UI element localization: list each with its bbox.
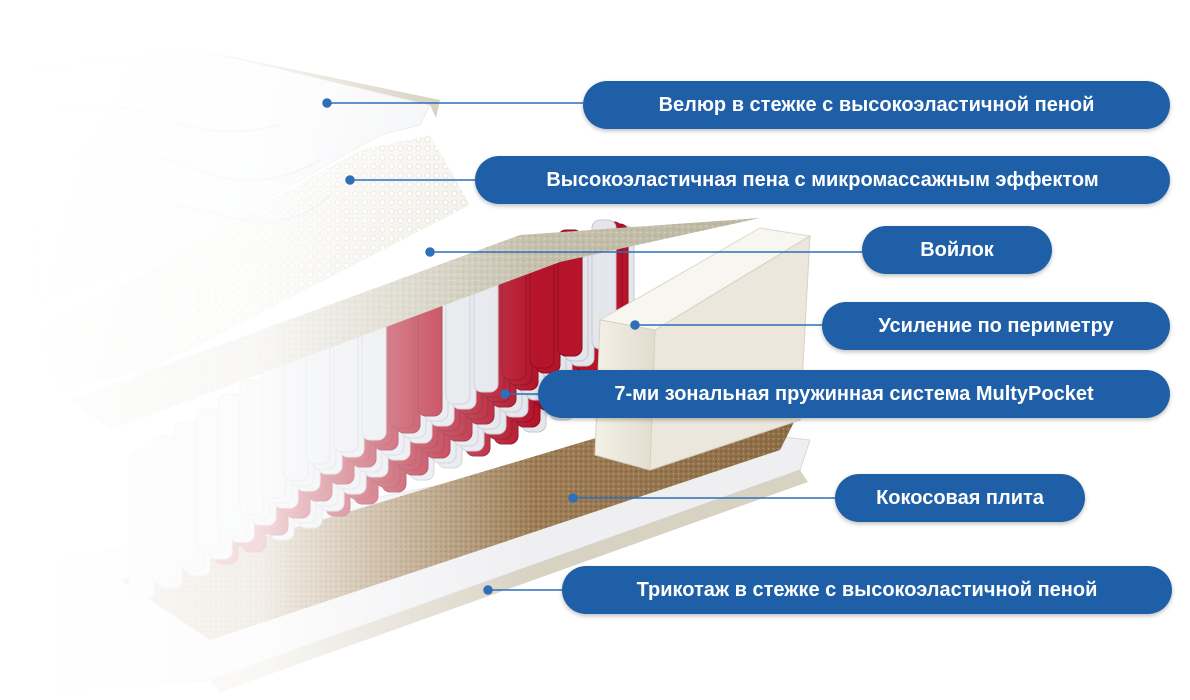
callout-felt: Войлок xyxy=(862,226,1052,274)
leader-lines xyxy=(322,98,862,595)
callout-coir-slab: Кокосовая плита xyxy=(835,474,1085,522)
callout-spring-system: 7-ми зональная пружинная система MultyPo… xyxy=(538,370,1170,418)
callout-micromassage-foam: Высокоэластичная пена с микромассажным э… xyxy=(475,156,1170,204)
callout-velour-quilted: Велюр в стежке с высокоэластичной пеной xyxy=(583,81,1170,129)
callout-perimeter-reinforcement: Усиление по периметру xyxy=(822,302,1170,350)
callout-knitted-fabric: Трикотаж в стежке с высокоэластичной пен… xyxy=(562,566,1172,614)
